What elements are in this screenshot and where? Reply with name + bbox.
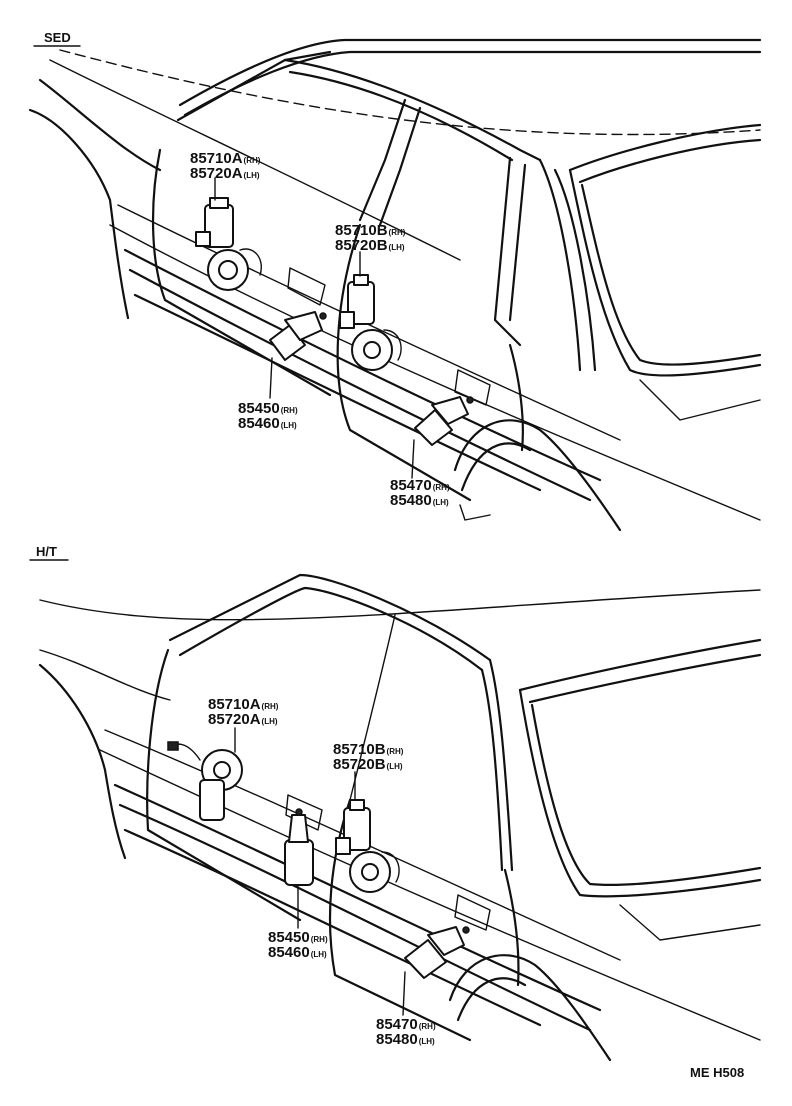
svg-text:85720B(LH): 85720B(LH) [333, 756, 403, 773]
sedan-leader-lines [214, 177, 415, 479]
part-number: 85710B [335, 222, 388, 239]
hardtop-callout-rear-motor: 85710B(RH) 85720B(LH) [333, 741, 404, 773]
sedan-callout-rear-motor: 85710B(RH) 85720B(LH) [335, 222, 406, 254]
part-number: 85460 [268, 944, 310, 961]
svg-text:85710B(RH): 85710B(RH) [333, 741, 404, 758]
sedan-section: SED [28, 30, 762, 532]
hardtop-callout-front-motor: 85710A(RH) 85720A(LH) [208, 696, 279, 728]
part-number: 85720A [208, 711, 261, 728]
hardtop-rear-door-lock-motor [404, 926, 470, 979]
svg-text:85710A(RH): 85710A(RH) [208, 696, 279, 713]
svg-text:85720B(LH): 85720B(LH) [335, 237, 405, 254]
part-number: 85450 [268, 929, 310, 946]
hardtop-leader-lines [234, 727, 406, 1016]
svg-text:85720A(LH): 85720A(LH) [208, 711, 278, 728]
sedan-callout-front-lock: 85450(RH) 85460(LH) [238, 400, 298, 432]
side-label: (LH) [419, 1037, 435, 1046]
side-label: (LH) [433, 498, 449, 507]
svg-text:85710A(RH): 85710A(RH) [190, 150, 261, 167]
side-label: (RH) [262, 702, 279, 711]
part-number: 85720B [335, 237, 388, 254]
part-number: 85450 [238, 400, 280, 417]
part-number: 85460 [238, 415, 280, 432]
side-label: (RH) [244, 156, 261, 165]
hardtop-section-label: H/T [36, 544, 57, 559]
hardtop-front-window-regulator-motor [167, 741, 243, 821]
side-label: (RH) [389, 228, 406, 237]
svg-text:85450(RH): 85450(RH) [268, 929, 328, 946]
sedan-front-door-lock-motor [269, 311, 327, 361]
side-label: (LH) [262, 717, 278, 726]
part-number: 85480 [390, 492, 432, 509]
svg-text:85720A(LH): 85720A(LH) [190, 165, 260, 182]
side-label: (RH) [311, 935, 328, 944]
hardtop-callout-front-lock: 85450(RH) 85460(LH) [268, 929, 328, 961]
sedan-front-window-regulator-motor [195, 197, 262, 291]
hardtop-front-door-lock-motor [284, 808, 314, 886]
drawing-code: ME H508 [690, 1065, 744, 1080]
hardtop-callout-rear-lock: 85470(RH) 85480(LH) [376, 1016, 436, 1048]
svg-text:85450(RH): 85450(RH) [238, 400, 298, 417]
svg-text:85480(LH): 85480(LH) [376, 1031, 435, 1048]
part-number: 85470 [390, 477, 432, 494]
sedan-callout-rear-lock: 85470(RH) 85480(LH) [390, 477, 450, 509]
hardtop-rear-window-regulator-motor [335, 799, 400, 893]
side-label: (LH) [281, 421, 297, 430]
side-label: (RH) [387, 747, 404, 756]
svg-text:85480(LH): 85480(LH) [390, 492, 449, 509]
part-number: 85480 [376, 1031, 418, 1048]
side-label: (RH) [419, 1022, 436, 1031]
svg-text:85710B(RH): 85710B(RH) [335, 222, 406, 239]
sedan-callout-front-motor: 85710A(RH) 85720A(LH) [190, 150, 261, 182]
side-label: (RH) [281, 406, 298, 415]
hardtop-section: H/T [29, 544, 762, 1062]
side-label: (LH) [387, 762, 403, 771]
svg-text:85470(RH): 85470(RH) [376, 1016, 436, 1033]
part-number: 85470 [376, 1016, 418, 1033]
sedan-body-outline [28, 38, 762, 532]
svg-text:85460(LH): 85460(LH) [238, 415, 297, 432]
sedan-rear-window-regulator-motor [339, 274, 402, 371]
sedan-rear-door-lock-motor [414, 396, 474, 446]
part-number: 85710A [208, 696, 261, 713]
svg-text:85470(RH): 85470(RH) [390, 477, 450, 494]
part-number: 85720A [190, 165, 243, 182]
hardtop-body-outline [38, 573, 762, 1062]
sedan-section-label: SED [44, 30, 71, 45]
part-number: 85720B [333, 756, 386, 773]
svg-text:85460(LH): 85460(LH) [268, 944, 327, 961]
side-label: (LH) [311, 950, 327, 959]
side-label: (LH) [389, 243, 405, 252]
side-label: (RH) [433, 483, 450, 492]
side-label: (LH) [244, 171, 260, 180]
part-number: 85710A [190, 150, 243, 167]
part-number: 85710B [333, 741, 386, 758]
